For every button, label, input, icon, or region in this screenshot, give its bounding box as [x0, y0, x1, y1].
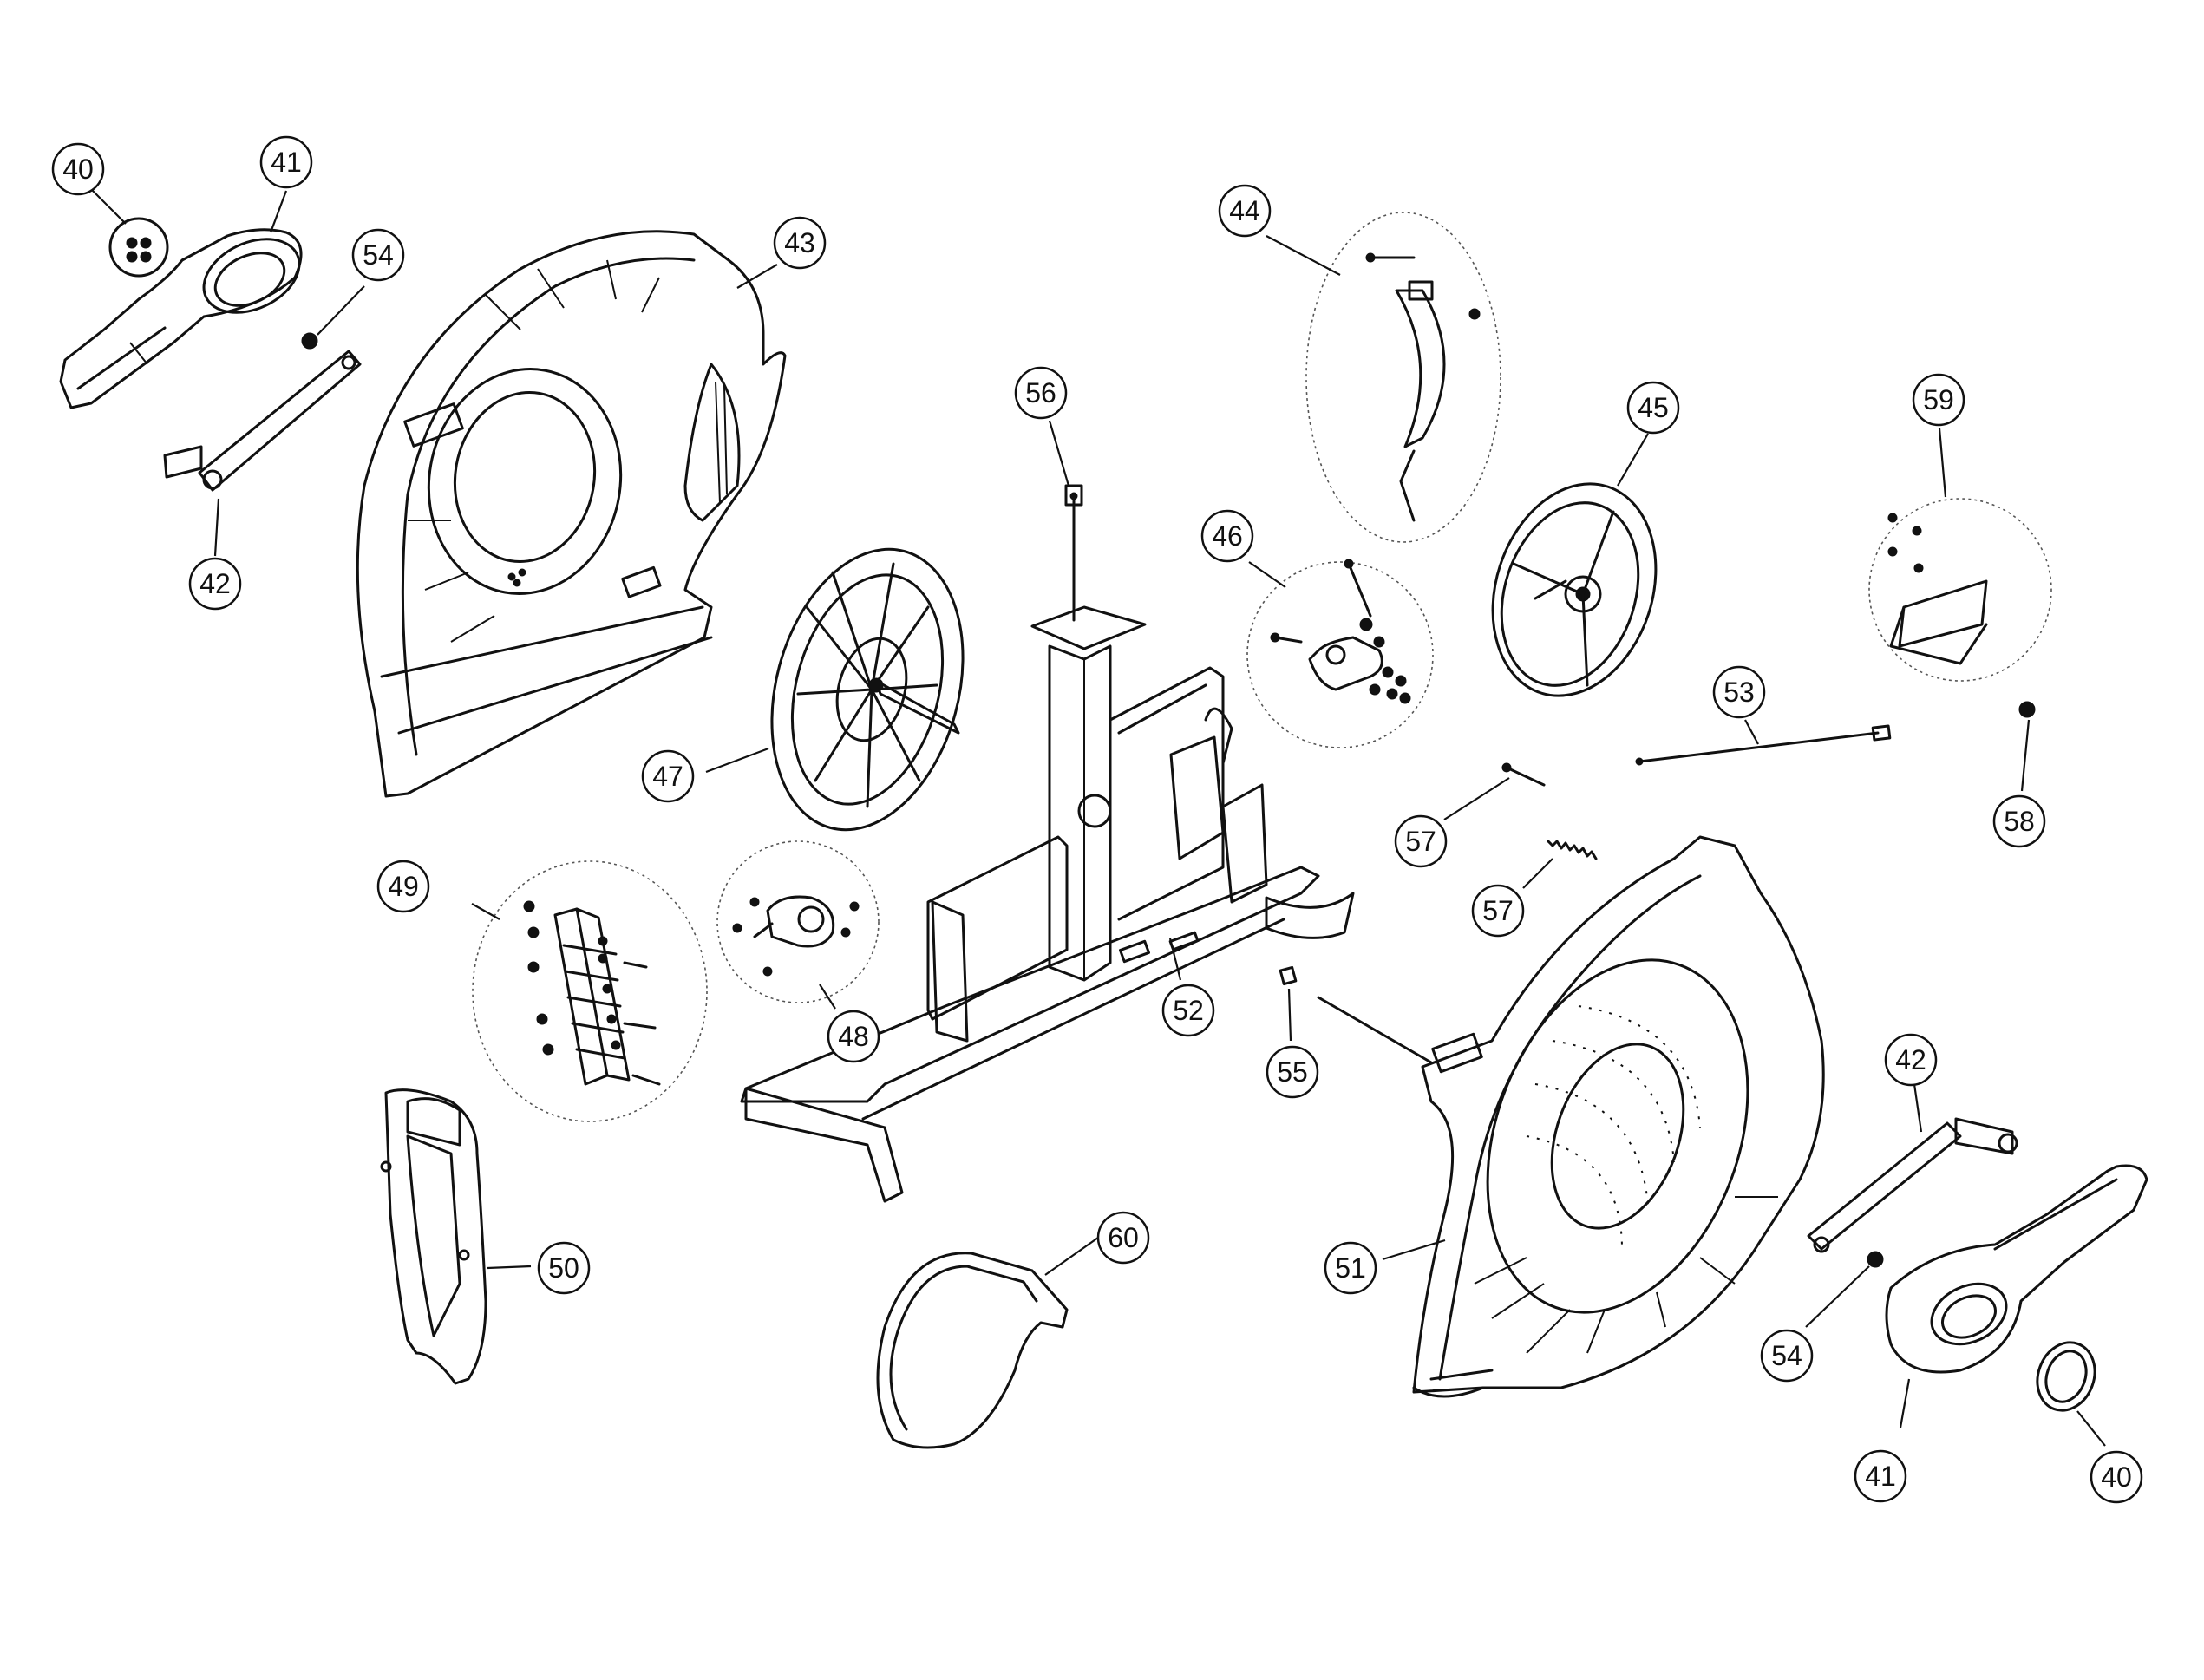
callout-53-label: 53 [1723, 677, 1755, 708]
part-53-axle-rod [1635, 724, 1892, 766]
callout-56-label: 56 [1025, 377, 1056, 409]
part-58-nut [2018, 701, 2036, 718]
part-56-tension-cable [1064, 484, 1083, 622]
callout-45-label: 45 [1638, 392, 1669, 423]
part-43-left-shroud [356, 230, 787, 798]
part-60-drive-belt [876, 1252, 1069, 1449]
callout-46-label: 46 [1212, 520, 1243, 552]
callout-52: 52 [1161, 984, 1215, 1037]
callout-51: 51 [1324, 1241, 1377, 1295]
callout-58: 58 [1992, 794, 2046, 848]
callout-41-right: 41 [1854, 1449, 1907, 1503]
callout-57-lower-label: 57 [1482, 895, 1514, 926]
callout-42-top-left-label: 42 [199, 568, 231, 599]
callout-41-top-left-label: 41 [271, 147, 302, 178]
callout-60: 60 [1096, 1211, 1150, 1265]
part-44-brake-strap [1305, 212, 1501, 543]
callout-54-top-left: 54 [351, 228, 405, 282]
callout-49-label: 49 [388, 871, 419, 902]
callout-57-upper: 57 [1394, 814, 1448, 868]
callout-54-top-left-label: 54 [363, 239, 394, 271]
callout-49: 49 [376, 860, 430, 913]
leader-lines [88, 186, 2106, 1447]
callout-60-label: 60 [1108, 1222, 1139, 1253]
part-40-end-cap-left [108, 217, 169, 278]
part-54-nut-left [301, 332, 318, 350]
callout-55: 55 [1266, 1045, 1319, 1099]
callout-48-label: 48 [838, 1021, 869, 1052]
part-41-crank-cover-left [59, 228, 303, 409]
callout-52-label: 52 [1173, 995, 1204, 1026]
callout-57-lower: 57 [1471, 884, 1525, 938]
callout-44: 44 [1218, 184, 1272, 238]
callout-40-top-left: 40 [51, 142, 105, 196]
part-57-bolt-upper [1501, 762, 1546, 787]
callout-48: 48 [827, 1010, 880, 1063]
part-54-nut-right [1867, 1251, 1884, 1268]
callout-45: 45 [1626, 381, 1680, 435]
part-41-crank-cover-right [1885, 1164, 2148, 1374]
part-48-motor-assembly [716, 840, 880, 1003]
callout-41-top-left: 41 [259, 135, 313, 189]
callout-59-label: 59 [1923, 384, 1954, 415]
part-42-crank-arm-right [1807, 1117, 2018, 1253]
part-42-crank-arm-left [163, 350, 362, 492]
callout-44-label: 44 [1229, 195, 1260, 226]
callout-41-right-label: 41 [1865, 1461, 1896, 1492]
callout-43-label: 43 [784, 227, 815, 258]
callout-59: 59 [1912, 373, 1965, 427]
callout-55-label: 55 [1277, 1056, 1308, 1088]
callout-40-right-label: 40 [2101, 1461, 2132, 1493]
callout-47-label: 47 [652, 761, 683, 792]
callout-40-right: 40 [2090, 1450, 2143, 1504]
callout-50-label: 50 [548, 1252, 579, 1284]
part-57-spring-lower [1547, 840, 1598, 860]
part-52-main-frame [740, 605, 1355, 1203]
callout-42-right-label: 42 [1895, 1044, 1926, 1075]
part-59-bracket [1868, 498, 2052, 682]
callout-42-top-left: 42 [188, 557, 242, 611]
callout-40-top-left-label: 40 [62, 154, 94, 185]
callout-43: 43 [773, 216, 827, 270]
part-49-magnet-assembly [472, 860, 708, 1122]
part-46-tension-assembly [1246, 559, 1434, 748]
callout-42-right: 42 [1884, 1033, 1938, 1087]
callout-50: 50 [537, 1241, 591, 1295]
callout-57-upper-label: 57 [1405, 826, 1436, 857]
part-51-right-shroud [1412, 835, 1825, 1398]
callout-56: 56 [1014, 366, 1068, 420]
callout-46: 46 [1200, 509, 1254, 563]
part-50-handle-cover [380, 1088, 487, 1385]
callout-54-right-label: 54 [1771, 1340, 1802, 1371]
callout-51-label: 51 [1335, 1252, 1366, 1284]
callout-58-label: 58 [2004, 806, 2035, 837]
part-47-flywheel [770, 547, 965, 832]
callout-53: 53 [1712, 665, 1766, 719]
callout-54-right: 54 [1760, 1329, 1814, 1383]
part-45-pulley-wheel [1491, 482, 1658, 697]
part-40-end-cap-right [2036, 1341, 2096, 1412]
callout-47: 47 [641, 749, 695, 803]
part-55-clip [1279, 965, 1433, 1064]
